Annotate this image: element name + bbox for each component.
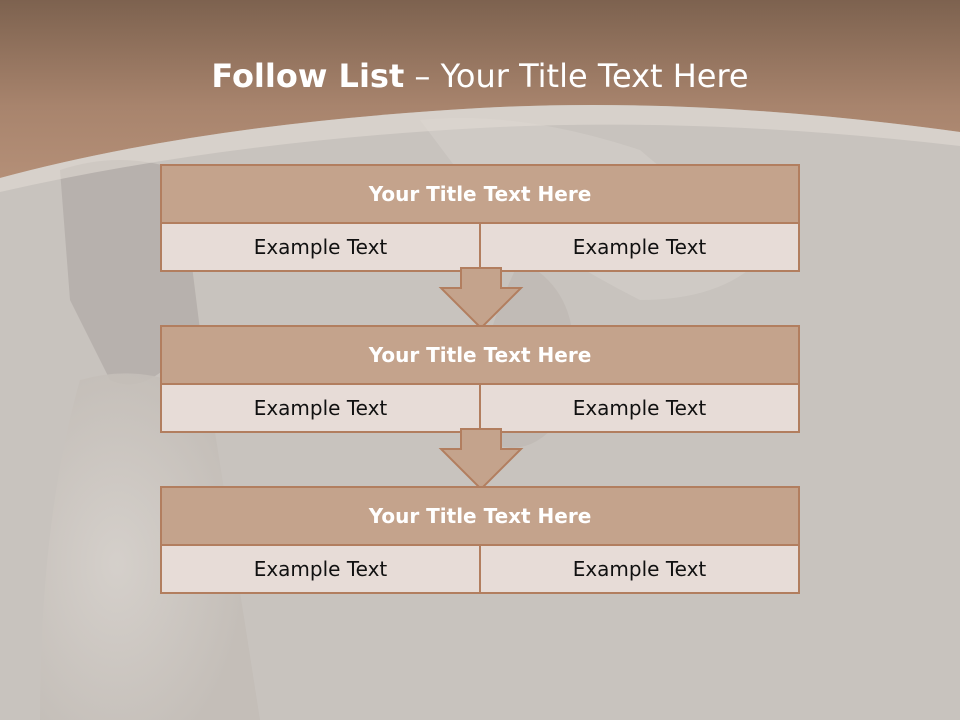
slide-title-bold: Follow List — [211, 57, 405, 95]
step-cell-left: Example Text — [253, 396, 388, 420]
slide-title-rest: – Your Title Text Here — [414, 57, 749, 95]
step-title: Your Title Text Here — [162, 327, 798, 385]
down-arrow-icon — [438, 428, 524, 491]
step-cell-right: Example Text — [479, 546, 798, 592]
step-cell-right: Example Text — [479, 224, 798, 270]
step-title: Your Title Text Here — [162, 488, 798, 546]
step-row: Example Text Example Text — [162, 546, 798, 592]
step-block-1: Your Title Text Here Example Text Exampl… — [160, 164, 800, 272]
down-arrow-icon — [438, 267, 524, 330]
step-cell-left: Example Text — [253, 557, 388, 581]
step-block-2: Your Title Text Here Example Text Exampl… — [160, 325, 800, 433]
step-title: Your Title Text Here — [162, 166, 798, 224]
step-cell-right: Example Text — [479, 385, 798, 431]
step-row: Example Text Example Text — [162, 224, 798, 270]
step-row: Example Text Example Text — [162, 385, 798, 431]
slide-title: Follow List – Your Title Text Here — [0, 52, 960, 100]
step-block-3: Your Title Text Here Example Text Exampl… — [160, 486, 800, 594]
step-cell-left: Example Text — [253, 235, 388, 259]
